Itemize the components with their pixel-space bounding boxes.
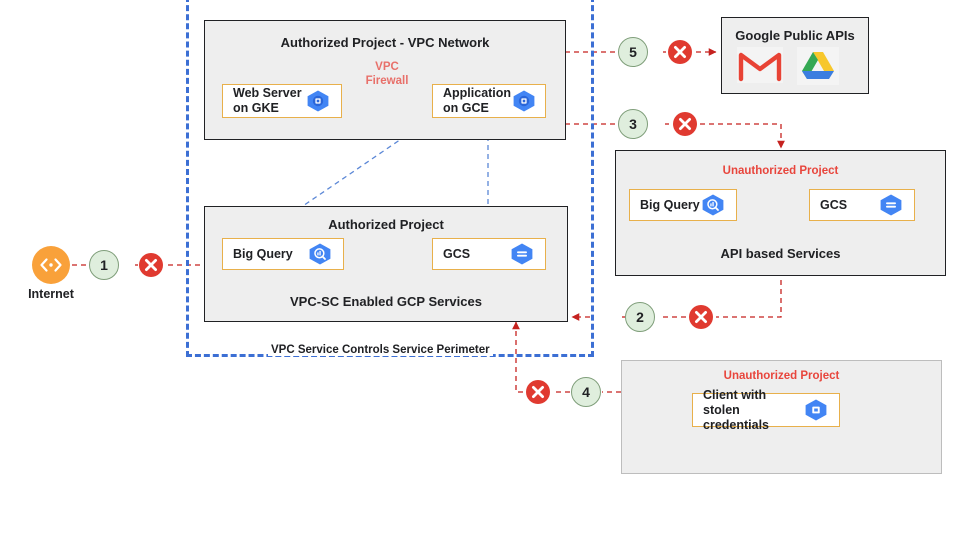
service-bigquery-authorized-label: Big Query — [233, 246, 293, 261]
marker-1-number: 1 — [100, 257, 108, 273]
service-client-with-stolen-credentials-label: Client with stolen credentials — [703, 388, 803, 433]
vpc-firewall-label-line2: Firewall — [365, 75, 409, 88]
service-bigquery-authorized[interactable]: Big Query — [222, 238, 344, 270]
vpc-firewall-label-line1: VPC — [375, 61, 399, 73]
svc-line2: on GKE — [233, 101, 279, 115]
unauthorized-project-api-title: Unauthorized Project — [722, 165, 839, 177]
service-bigquery-unauthorized-label: Big Query — [640, 197, 700, 212]
marker-3-number: 3 — [629, 116, 637, 132]
marker-5[interactable]: 5 — [618, 37, 648, 67]
gke-hex-icon — [307, 90, 329, 112]
google-drive-icon — [797, 47, 839, 85]
service-bigquery-unauthorized[interactable]: Big Query — [629, 189, 737, 221]
bigquery-hex-icon — [309, 243, 331, 265]
internet-code-icon — [32, 246, 70, 284]
deny-badge-2 — [689, 305, 713, 329]
unauthorized-project-client-title: Unauthorized Project — [723, 370, 840, 382]
deny-badge-3 — [673, 112, 697, 136]
perimeter-label: VPC Service Controls Service Perimeter — [268, 344, 493, 356]
client-hex-icon — [805, 399, 827, 421]
authorized-project-footer: VPC-SC Enabled GCP Services — [290, 294, 482, 309]
service-gcs-authorized[interactable]: GCS — [432, 238, 546, 270]
svc-line2: credentials — [703, 417, 770, 432]
service-application-on-gce-label: Application on GCE — [443, 86, 511, 116]
svc-line1: Web Server — [233, 86, 302, 100]
svc-line1: Client with stolen — [703, 387, 767, 417]
authorized-project-title: Authorized Project — [328, 217, 444, 232]
deny-badge-4 — [526, 380, 550, 404]
marker-4[interactable]: 4 — [571, 377, 601, 407]
service-gcs-authorized-label: GCS — [443, 246, 471, 261]
service-web-server-on-gke-label: Web Server on GKE — [233, 86, 305, 116]
deny-badge-5 — [668, 40, 692, 64]
google-public-apis-title: Google Public APIs — [735, 28, 855, 43]
svc-line1: Application — [443, 86, 512, 100]
marker-4-number: 4 — [582, 384, 590, 400]
gcs-hex-icon — [511, 243, 533, 265]
service-client-with-stolen-credentials[interactable]: Client with stolen credentials — [692, 388, 840, 432]
gce-hex-icon — [513, 90, 535, 112]
service-web-server-on-gke[interactable]: Web Server on GKE — [222, 84, 342, 118]
service-application-on-gce[interactable]: Application on GCE — [432, 84, 546, 118]
marker-5-number: 5 — [629, 44, 637, 60]
service-gcs-unauthorized-label: GCS — [820, 197, 848, 212]
marker-2[interactable]: 2 — [625, 302, 655, 332]
bigquery-hex-icon — [702, 194, 724, 216]
marker-1[interactable]: 1 — [89, 250, 119, 280]
vpc-network-box: Authorized Project - VPC Network — [204, 20, 566, 140]
flow-2-unauthorized-api-to-vpcsc — [571, 280, 782, 321]
marker-3[interactable]: 3 — [618, 109, 648, 139]
service-gcs-unauthorized[interactable]: GCS — [809, 189, 915, 221]
svc-line2: on GCE — [443, 101, 489, 115]
unauthorized-project-api-footer: API based Services — [720, 246, 841, 261]
vpc-firewall-label: VPC Firewall — [352, 60, 422, 89]
gcs-hex-icon — [880, 194, 902, 216]
gmail-icon — [737, 47, 783, 83]
internet-label: Internet — [28, 287, 74, 301]
marker-2-number: 2 — [636, 309, 644, 325]
vpc-network-title: Authorized Project - VPC Network — [280, 35, 490, 50]
deny-badge-1 — [139, 253, 163, 277]
